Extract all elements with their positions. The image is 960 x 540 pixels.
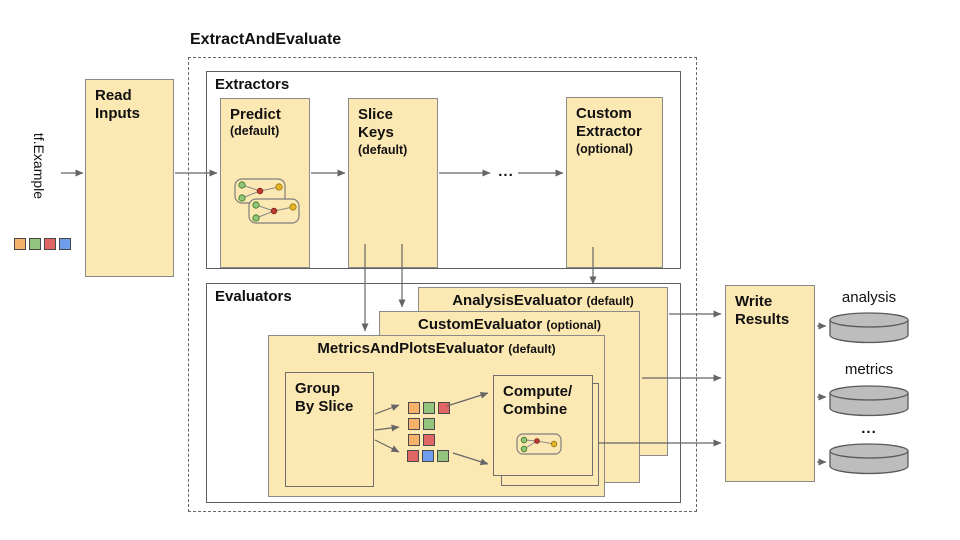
slice-square bbox=[408, 434, 420, 446]
legend-square-red bbox=[44, 238, 56, 250]
analysis-evaluator-label: AnalysisEvaluator bbox=[452, 292, 583, 309]
slice-keys-qualifier: (default) bbox=[358, 142, 408, 157]
write-results-label: Write Results bbox=[735, 293, 790, 329]
more-store-cylinder-icon bbox=[829, 443, 909, 475]
compute-combine-box: Compute/ Combine bbox=[493, 375, 593, 476]
combine-graph-icon bbox=[516, 433, 562, 455]
analysis-store-label: analysis bbox=[841, 289, 897, 306]
extract-and-evaluate-boundary bbox=[188, 57, 697, 512]
evaluators-container: Evaluators bbox=[206, 283, 681, 503]
slice-square bbox=[437, 450, 449, 462]
group-by-slice-label: Group By Slice bbox=[295, 380, 354, 416]
slice-square bbox=[438, 402, 450, 414]
slice-square bbox=[407, 450, 419, 462]
extractors-label: Extractors bbox=[215, 76, 290, 93]
analysis-evaluator-qualifier: (default) bbox=[586, 294, 634, 308]
more-stores-ellipsis: ... bbox=[861, 420, 877, 437]
slice-square bbox=[423, 418, 435, 430]
slice-keys-extractor-box: Slice Keys (default) bbox=[348, 98, 438, 268]
custom-extractor-qualifier: (optional) bbox=[576, 141, 633, 156]
slice-square bbox=[408, 402, 420, 414]
legend-square-blue bbox=[59, 238, 71, 250]
predict-extractor-box: Predict (default) bbox=[220, 98, 310, 268]
extractors-container: Extractors bbox=[206, 71, 681, 269]
metrics-and-plots-evaluator-box: MetricsAndPlotsEvaluator (default) Group… bbox=[268, 335, 605, 497]
custom-extractor-box: Custom Extractor (optional) bbox=[566, 97, 663, 268]
analysis-store-cylinder-icon bbox=[829, 312, 909, 344]
slice-square bbox=[408, 418, 420, 430]
slice-keys-label: Slice Keys bbox=[358, 106, 394, 142]
custom-extractor-label: Custom Extractor bbox=[576, 105, 642, 141]
group-by-slice-box: Group By Slice bbox=[285, 372, 374, 487]
metrics-store-label: metrics bbox=[844, 361, 894, 378]
legend-square-green bbox=[29, 238, 41, 250]
predict-qualifier: (default) bbox=[230, 124, 280, 139]
model-graph-icon bbox=[234, 178, 300, 224]
metrics-and-plots-evaluator-qualifier: (default) bbox=[508, 342, 556, 356]
more-extractors-ellipsis: ... bbox=[498, 163, 514, 180]
read-inputs-box: Read Inputs bbox=[85, 79, 174, 277]
legend-square-orange bbox=[14, 238, 26, 250]
compute-combine-label: Compute/ Combine bbox=[503, 383, 573, 419]
evaluators-label: Evaluators bbox=[215, 288, 292, 305]
slice-square bbox=[423, 402, 435, 414]
slice-square bbox=[422, 450, 434, 462]
sliced-data-squares-icon bbox=[407, 402, 453, 464]
metrics-and-plots-evaluator-label: MetricsAndPlotsEvaluator bbox=[317, 340, 505, 357]
slice-square bbox=[423, 434, 435, 446]
read-inputs-label: Read Inputs bbox=[95, 87, 140, 123]
predict-label: Predict bbox=[230, 106, 281, 123]
custom-evaluator-label: CustomEvaluator bbox=[417, 316, 543, 333]
metrics-store-cylinder-icon bbox=[829, 385, 909, 417]
diagram-title: ExtractAndEvaluate bbox=[190, 31, 342, 48]
custom-evaluator-qualifier: (optional) bbox=[546, 318, 602, 332]
tf-example-label: tf.Example bbox=[31, 132, 47, 200]
write-results-box: Write Results bbox=[725, 285, 815, 482]
tf-example-squares-icon bbox=[14, 238, 74, 250]
